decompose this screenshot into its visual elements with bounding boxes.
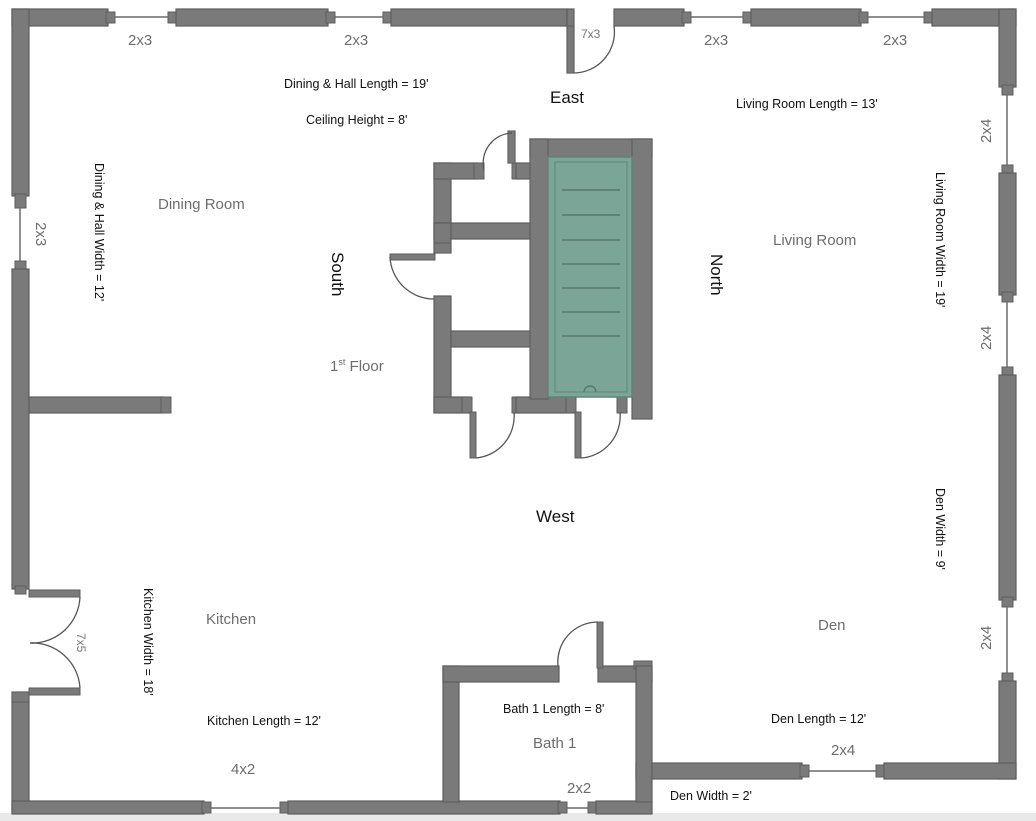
window-top-2-label: 2x3 [344,32,368,49]
den-label: Den [818,617,846,634]
window-right-2-label: 2x4 [978,326,995,350]
window-top-3-label: 2x3 [704,32,728,49]
window-lines [19,16,1008,809]
living-room-length-label: Living Room Length = 13' [736,97,878,111]
doors [28,25,621,696]
window-top-1-label: 2x3 [128,32,152,49]
window-top-4-label: 2x3 [883,32,907,49]
living-room-label: Living Room [773,232,856,249]
kitchen-door-label: 7x5 [74,633,88,653]
kitchen-width-label: Kitchen Width = 18' [141,588,155,696]
bath-length-label: Bath 1 Length = 8' [503,702,604,716]
den-width-bottom-label: Den Width = 2' [670,789,752,803]
bottom-strip [0,813,1036,821]
window-kitchen-bottom-label: 4x2 [231,761,255,778]
window-right-3-label: 2x4 [978,626,995,650]
front-door-label: 7x3 [581,27,601,41]
dining-hall-length-label: Dining & Hall Length = 19' [284,77,429,91]
window-bath-bottom-label: 2x2 [567,780,591,797]
window-den-bottom-label: 2x4 [831,742,855,759]
dining-room-label: Dining Room [158,196,245,213]
direction-north: North [707,254,726,296]
den-width-right-label: Den Width = 9' [933,488,947,570]
kitchen-label: Kitchen [206,611,256,628]
interior-walls [28,130,653,803]
staircase [547,156,633,398]
window-left-label: 2x3 [32,222,49,246]
direction-east: East [550,88,584,107]
ceiling-height-label: Ceiling Height = 8' [306,113,407,127]
outer-walls [11,8,1017,815]
direction-south: South [328,252,347,296]
living-room-width-label: Living Room Width = 19' [933,172,947,307]
den-length-label: Den Length = 12' [771,712,866,726]
direction-west: West [536,507,575,526]
bath-label: Bath 1 [533,735,576,752]
dining-hall-width-label: Dining & Hall Width = 12' [92,163,106,301]
floor-label: 1st Floor [330,357,384,375]
window-right-1-label: 2x4 [978,119,995,143]
kitchen-length-label: Kitchen Length = 12' [207,714,321,728]
